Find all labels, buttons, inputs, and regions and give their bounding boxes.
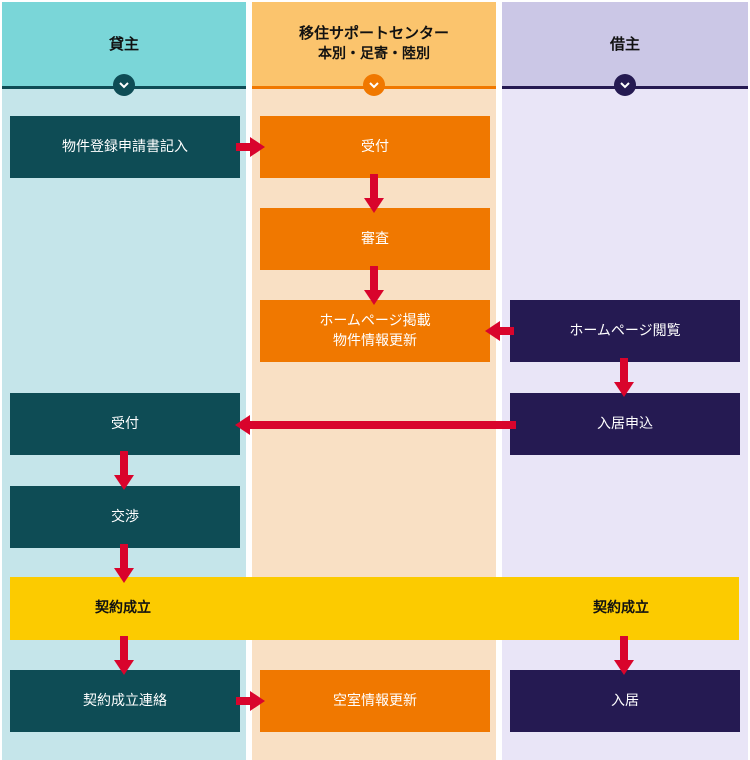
lane-tenant-header: 借主 [502,2,748,86]
step-label: 空室情報更新 [333,693,417,709]
arrow-left [235,415,516,435]
step-landlord-negotiate: 交渉 [10,486,240,548]
arrow-down [614,636,634,675]
step-label: ホームページ閲覧 [569,323,681,339]
arrow-down [364,174,384,213]
chevron-down-icon [614,74,636,96]
step-label: 物件登録申請書記入 [62,139,188,155]
arrow-left [485,321,514,341]
step-center-review: 審査 [260,208,490,270]
arrow-down [114,636,134,675]
contract-label-landlord: 契約成立 [95,600,151,616]
step-tenant-browse: ホームページ閲覧 [510,300,740,362]
lane-center-title: 移住サポートセンター [298,24,449,42]
step-tenant-move-in: 入居 [510,670,740,732]
step-label: 入居 [611,693,639,709]
step-label: 契約成立連絡 [83,693,167,709]
lane-center-subtitle: 本別・足寄・陸別 [318,46,430,62]
step-landlord-contact: 契約成立連絡 [10,670,240,732]
lane-center-header: 移住サポートセンター 本別・足寄・陸別 [252,2,496,86]
arrow-down [114,544,134,583]
step-label: 受付 [111,416,139,432]
step-tenant-apply: 入居申込 [510,393,740,455]
step-label: 受付 [361,139,389,155]
contract-label-tenant: 契約成立 [593,600,649,616]
arrow-right [236,137,265,157]
step-label: 入居申込 [597,416,653,432]
step-center-receive: 受付 [260,116,490,178]
lane-landlord-header: 貸主 [2,2,246,86]
arrow-down [614,358,634,397]
lane-tenant-title: 借主 [609,34,640,53]
step-landlord-register: 物件登録申請書記入 [10,116,240,178]
step-landlord-receive: 受付 [10,393,240,455]
arrow-down [364,266,384,305]
lane-landlord-title: 貸主 [108,34,139,53]
step-label-line-2: 物件情報更新 [333,333,417,349]
step-label: 交渉 [111,509,139,525]
step-label: 審査 [361,231,389,247]
step-label-line-1: ホームページ掲載 [319,313,431,329]
chevron-down-icon [363,74,385,96]
arrow-right [236,691,265,711]
step-center-publish: ホームページ掲載 物件情報更新 [260,300,490,362]
arrow-down [114,451,134,490]
chevron-down-icon [113,74,135,96]
contract-band [10,577,739,640]
step-center-vacancy-update: 空室情報更新 [260,670,490,732]
